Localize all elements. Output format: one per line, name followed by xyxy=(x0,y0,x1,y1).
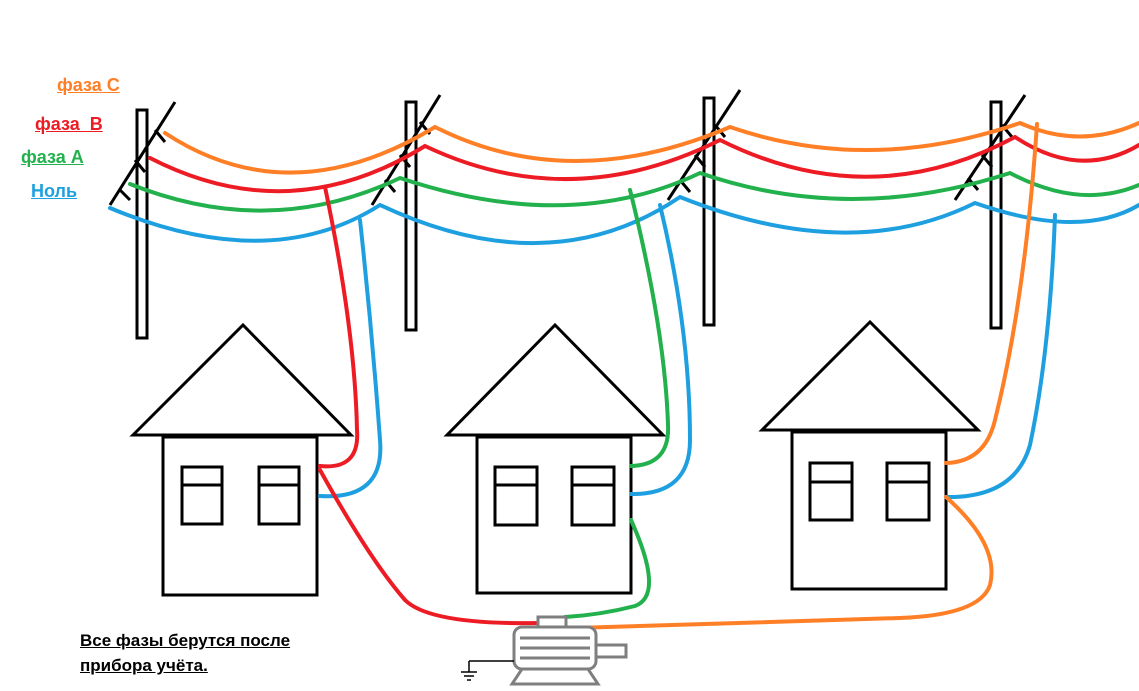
house-2 xyxy=(443,322,667,595)
feed-phase-a xyxy=(563,518,652,619)
drop-house-3-neutral xyxy=(944,213,1057,500)
overhead-wires xyxy=(108,120,1139,246)
wire-phase-c xyxy=(163,120,1139,175)
wire-phase-a xyxy=(128,170,1139,213)
note-line-2: прибора учёта. xyxy=(80,656,208,675)
pole-2 xyxy=(370,94,442,332)
feed-phase-b xyxy=(318,468,542,626)
legend-neutral: Ноль xyxy=(31,181,78,201)
wire-neutral xyxy=(108,194,1139,246)
legend-phase-a: фаза А xyxy=(21,147,84,167)
motor-feeds xyxy=(318,468,994,630)
houses xyxy=(129,319,982,597)
house-1 xyxy=(129,322,355,597)
drop-house-1-phase-b xyxy=(318,185,360,469)
drop-house-3-phase-c xyxy=(944,122,1039,465)
drop-house-1-neutral xyxy=(318,218,383,499)
drop-house-2-phase-a xyxy=(628,188,671,468)
three-phase-motor xyxy=(509,615,628,686)
legend-phase-b: фаза В xyxy=(35,114,103,134)
note-line-1: Все фазы берутся после xyxy=(80,631,291,650)
house-3 xyxy=(758,319,982,591)
ground-symbol xyxy=(461,660,514,681)
utility-poles xyxy=(108,89,1027,340)
drop-house-2-neutral xyxy=(629,203,693,497)
note-text: Все фазы берутся после прибора учёта. xyxy=(80,628,290,678)
pole-1 xyxy=(108,101,177,340)
pole-4 xyxy=(953,94,1027,330)
service-drops xyxy=(318,122,1057,500)
feed-phase-c xyxy=(573,495,994,630)
legend-phase-c: фаза С xyxy=(57,75,120,95)
